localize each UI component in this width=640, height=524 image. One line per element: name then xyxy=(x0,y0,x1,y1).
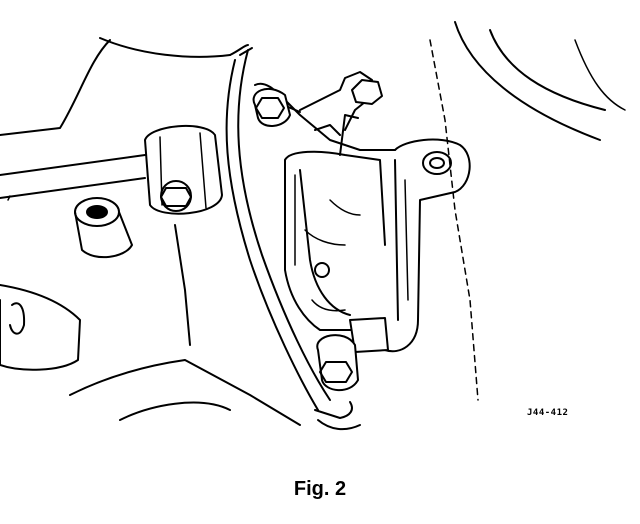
technical-illustration xyxy=(0,21,626,431)
lower-body xyxy=(69,224,301,426)
mounting-ear xyxy=(384,138,471,353)
upper-bolt-link xyxy=(252,71,383,136)
figure-reference-code: J44-412 xyxy=(527,408,569,418)
lower-left-boss xyxy=(0,284,81,371)
main-bracket xyxy=(254,82,396,331)
lower-bolt xyxy=(316,317,389,392)
isolator-block xyxy=(144,124,223,215)
figure-caption: Fig. 2 xyxy=(293,478,347,500)
bracket-assembly-drawing xyxy=(0,21,626,431)
upper-housing xyxy=(0,37,249,201)
housing-contours xyxy=(429,21,626,401)
bushing-sleeve xyxy=(74,197,133,259)
gasket-plate xyxy=(225,47,361,431)
